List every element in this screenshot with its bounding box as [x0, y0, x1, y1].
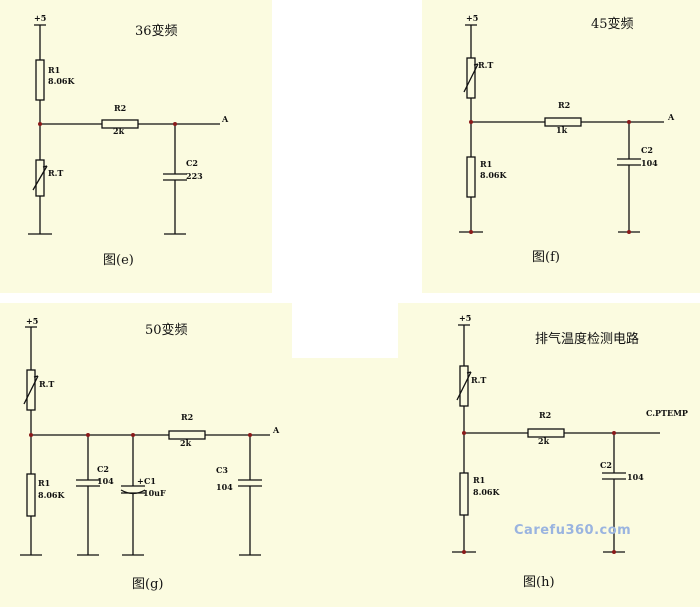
circuit-f: +5 45变频 R.T R2 1k A R1 8.06K C2 104 图(f) [459, 13, 675, 265]
figure-label-f: 图(f) [532, 250, 560, 265]
resistor-r1-h [459, 472, 469, 516]
r1-value-e: 8.06K [48, 76, 75, 86]
r1-name-g: R1 [38, 478, 50, 488]
output-label-g: A [272, 425, 280, 435]
circuit-e: +5 36变频 R1 8.06K R2 2k A R.T C2 223 图(e) [28, 13, 229, 268]
watermark: Carefu360.com [514, 523, 632, 538]
r2-name-e: R2 [114, 103, 126, 113]
c2-value-e: 223 [186, 171, 203, 181]
resistor-r1-f [466, 156, 476, 198]
panel-e-bg [0, 0, 272, 293]
c2-value-g: 104 [97, 476, 114, 486]
output-label-e: A [221, 114, 229, 124]
r1-value-g: 8.06K [38, 490, 65, 500]
c2-name-e: C2 [186, 158, 198, 168]
thermistor-label-h: R.T [471, 375, 486, 385]
r1-value-h: 8.06K [473, 487, 500, 497]
circuit-h: +5 排气温度检测电路 R.T R2 2k C.PTEMP R1 8.06K C… [452, 313, 688, 590]
title-g: 50变频 [145, 322, 188, 338]
c3-value-g: 104 [216, 482, 233, 492]
r2-name-f: R2 [558, 100, 570, 110]
output-label-f: A [667, 112, 675, 122]
r1-name-f: R1 [480, 159, 492, 169]
supply-label-f: +5 [466, 13, 478, 23]
circuit-g: +5 50变频 R.T R2 2k A R1 8.06K C2 104 + C1… [20, 316, 280, 592]
thermistor-label-f: R.T [478, 60, 493, 70]
panel-h-bg [398, 303, 700, 607]
panel-g-bg-extend [292, 358, 398, 607]
title-f: 45变频 [591, 16, 634, 32]
title-h: 排气温度检测电路 [535, 331, 639, 347]
r2-value-g: 2k [180, 438, 192, 448]
figure-label-h: 图(h) [523, 575, 555, 590]
c2-name-f: C2 [641, 145, 653, 155]
supply-label-h: +5 [459, 313, 471, 323]
thermistor-label-g: R.T [39, 379, 54, 389]
supply-label-e: +5 [34, 13, 46, 23]
resistor-r1-e [35, 59, 45, 101]
c2-value-h: 104 [627, 472, 644, 482]
panel-f-bg [422, 0, 700, 293]
resistor-r1-g [26, 473, 36, 517]
supply-label-g: +5 [26, 316, 38, 326]
c2-value-f: 104 [641, 158, 658, 168]
thermistor-label-e: R.T [48, 168, 63, 178]
r2-name-g: R2 [181, 412, 193, 422]
c1-value-g: 10uF [143, 488, 166, 498]
c2-name-g: C2 [97, 464, 109, 474]
c1-name-g: C1 [144, 476, 156, 486]
figure-label-g: 图(g) [132, 577, 163, 592]
r2-value-f: 1k [556, 125, 568, 135]
r1-name-h: R1 [473, 475, 485, 485]
r1-value-f: 8.06K [480, 170, 507, 180]
r2-name-h: R2 [539, 410, 551, 420]
r2-value-h: 2k [538, 436, 550, 446]
c1-polarity: + [137, 476, 144, 486]
c2-name-h: C2 [600, 460, 612, 470]
r2-value-e: 2k [113, 126, 125, 136]
panel-g-bg [0, 303, 292, 607]
output-label-h: C.PTEMP [646, 408, 688, 418]
title-e: 36变频 [135, 23, 178, 39]
c3-name-g: C3 [216, 465, 228, 475]
figure-label-e: 图(e) [103, 253, 134, 268]
r1-name-e: R1 [48, 65, 60, 75]
